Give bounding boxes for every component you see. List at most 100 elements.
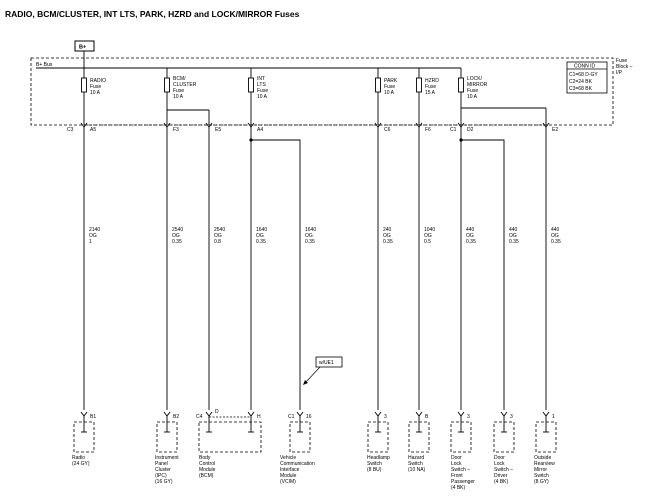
svg-text:D2: D2 — [467, 127, 474, 133]
svg-text:C4: C4 — [196, 414, 203, 420]
svg-text:PARK: PARK — [384, 78, 398, 84]
svg-text:Radio: Radio — [72, 455, 85, 461]
svg-text:E5: E5 — [215, 127, 221, 133]
svg-text:Fuse: Fuse — [384, 84, 395, 90]
svg-text:Block –: Block – — [616, 64, 633, 70]
wire-door-lock-driver — [460, 127, 505, 410]
svg-text:F6: F6 — [425, 127, 431, 133]
svg-text:Fuse: Fuse — [616, 58, 627, 64]
svg-text:D: D — [215, 409, 219, 415]
comp-pin-bcm-h: H — [247, 411, 261, 420]
svg-text:10 A: 10 A — [467, 94, 478, 100]
svg-text:Fuse: Fuse — [173, 88, 184, 94]
svg-text:0.35: 0.35 — [551, 239, 561, 245]
svg-text:C3: C3 — [67, 127, 74, 133]
svg-text:440: 440 — [466, 227, 475, 233]
wire-label-hazard: 1040 OG 0.5 — [424, 227, 435, 245]
svg-text:2540: 2540 — [214, 227, 225, 233]
wire-label-ipc: 2540 OG 0.35 — [172, 227, 183, 245]
comp-pin-headlamp: 3 — [374, 411, 387, 420]
component-ipc-box — [156, 416, 178, 453]
svg-text:A4: A4 — [257, 127, 263, 133]
svg-text:10 A: 10 A — [90, 90, 101, 96]
svg-text:LOCK/: LOCK/ — [467, 76, 483, 82]
svg-text:240: 240 — [383, 227, 392, 233]
svg-text:H: H — [257, 414, 261, 420]
svg-text:Cluster: Cluster — [155, 467, 171, 473]
svg-text:Lock: Lock — [494, 461, 505, 467]
svg-text:Fuse: Fuse — [90, 84, 101, 90]
fuse-hzrd: HZRD Fuse 15 A — [416, 68, 439, 125]
component-label-headlamp: Headlamp Switch (8 BU) — [367, 455, 390, 473]
svg-text:OG: OG — [305, 233, 313, 239]
svg-text:w/UE1: w/UE1 — [319, 360, 334, 366]
fuse-radio: RADIO Fuse 10 A — [81, 68, 106, 125]
svg-text:C1: C1 — [288, 414, 295, 420]
svg-text:Switch: Switch — [408, 461, 423, 467]
svg-text:2140: 2140 — [89, 227, 100, 233]
svg-text:OG: OG — [466, 233, 474, 239]
svg-text:Switch –: Switch – — [494, 467, 513, 473]
fuse-lock-mirror: LOCK/ MIRROR Fuse 10 A — [458, 68, 547, 125]
wire-label-headlamp: 240 OG 0.35 — [383, 227, 393, 245]
svg-text:OG: OG — [214, 233, 222, 239]
svg-text:B2: B2 — [173, 414, 179, 420]
component-mirror-box — [535, 416, 557, 453]
component-hazard-box — [408, 416, 430, 453]
svg-text:1640: 1640 — [256, 227, 267, 233]
svg-text:F3: F3 — [173, 127, 179, 133]
component-label-mirror: Outside Rearview Mirror Switch (8 GY) — [534, 455, 555, 485]
component-radio-box — [73, 416, 95, 453]
svg-text:Lock: Lock — [451, 461, 462, 467]
svg-text:Communication: Communication — [280, 461, 315, 467]
svg-text:440: 440 — [509, 227, 518, 233]
svg-text:OG: OG — [172, 233, 180, 239]
svg-text:1: 1 — [89, 239, 92, 245]
svg-text:3: 3 — [510, 414, 513, 420]
svg-text:(10 NA): (10 NA) — [408, 467, 426, 473]
svg-text:C1=68 D-GY: C1=68 D-GY — [569, 72, 598, 78]
svg-text:10 A: 10 A — [384, 90, 395, 96]
svg-text:(8 BU): (8 BU) — [367, 467, 382, 473]
svg-text:I/P: I/P — [616, 70, 623, 76]
fuse-bcm-cluster: BCM/ CLUSTER Fuse 10 A — [164, 68, 210, 125]
svg-text:OG: OG — [509, 233, 517, 239]
conn-id-box: CONN ID C1=68 D-GY C2=24 BK C3=68 BK — [566, 61, 608, 94]
option-ue1-box: w/UE1 — [303, 356, 343, 385]
wire-label-bcm-h: 1640 OG 0.35 — [256, 227, 267, 245]
component-label-vcim: Vehicle Communication Interface Module (… — [280, 455, 315, 485]
svg-text:(IPC): (IPC) — [155, 473, 167, 479]
svg-text:Door: Door — [494, 455, 505, 461]
pin-a5: C3 A5 — [67, 122, 96, 133]
svg-text:10 A: 10 A — [173, 94, 184, 100]
svg-text:Vehicle: Vehicle — [280, 455, 296, 461]
svg-text:2540: 2540 — [172, 227, 183, 233]
svg-text:OG: OG — [551, 233, 559, 239]
svg-text:Mirror: Mirror — [534, 467, 547, 473]
svg-text:0.35: 0.35 — [466, 239, 476, 245]
svg-text:Panel: Panel — [155, 461, 168, 467]
svg-text:LTS: LTS — [257, 82, 266, 88]
component-label-bcm: Body Control Module (BCM) — [199, 455, 216, 479]
junction-dot — [249, 138, 253, 142]
svg-text:Headlamp: Headlamp — [367, 455, 390, 461]
comp-pin-bcm-d: C4 D — [196, 409, 219, 420]
svg-text:1: 1 — [552, 414, 555, 420]
svg-text:RADIO: RADIO — [90, 78, 106, 84]
pin-d2: C1 D2 — [450, 122, 474, 133]
svg-text:Fuse: Fuse — [467, 88, 478, 94]
component-door-driver-box — [493, 416, 515, 453]
svg-text:INT: INT — [257, 76, 265, 82]
svg-text:(BCM): (BCM) — [199, 473, 214, 479]
svg-text:OG: OG — [424, 233, 432, 239]
svg-text:(16 GY): (16 GY) — [155, 479, 173, 485]
svg-text:440: 440 — [551, 227, 560, 233]
svg-text:B: B — [425, 414, 429, 420]
svg-text:0.35: 0.35 — [383, 239, 393, 245]
svg-text:CONN ID: CONN ID — [574, 64, 596, 70]
svg-text:3: 3 — [467, 414, 470, 420]
svg-text:1640: 1640 — [305, 227, 316, 233]
svg-text:0.35: 0.35 — [172, 239, 182, 245]
svg-text:Body: Body — [199, 455, 211, 461]
battery-label: B+ — [79, 45, 86, 51]
